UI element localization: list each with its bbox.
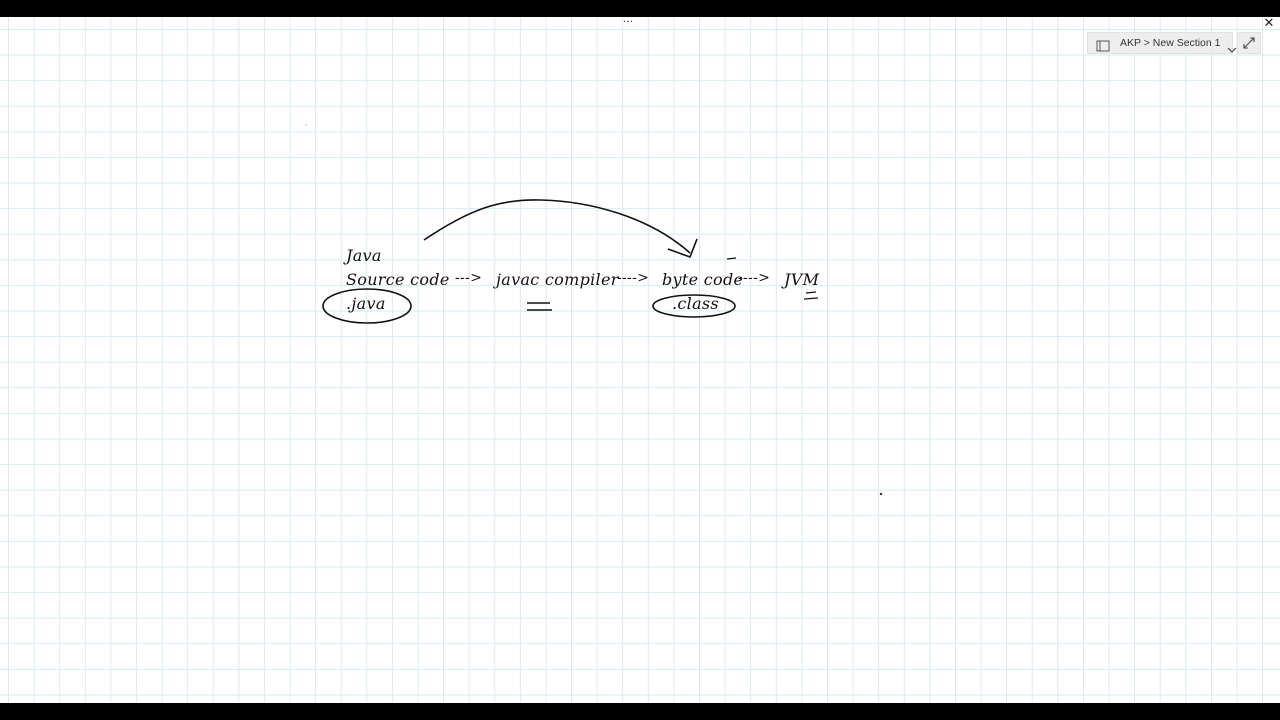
close-icon[interactable]: ✕ bbox=[1263, 17, 1275, 31]
ink-class-extension: .class bbox=[672, 294, 719, 313]
ink-java-label: Java bbox=[346, 246, 382, 265]
ink-arrow-2: ----> bbox=[617, 270, 650, 286]
notebook-location-label: AKP > New Section 1 bbox=[1120, 37, 1221, 49]
jvm-mark-top bbox=[805, 291, 817, 294]
top-letterbox bbox=[0, 0, 1280, 17]
ink-drawing-layer bbox=[305, 124, 883, 496]
jvm-mark-bottom bbox=[803, 297, 819, 300]
class-ext-circle bbox=[652, 294, 736, 318]
expand-button[interactable] bbox=[1237, 32, 1261, 54]
java-ext-circle bbox=[322, 288, 412, 324]
curved-arrow-stroke bbox=[423, 199, 691, 254]
ink-java-extension: .java bbox=[346, 294, 386, 313]
ink-javac-compiler: javac compiler bbox=[496, 270, 619, 289]
chevron-down-icon bbox=[1227, 39, 1237, 53]
ink-dash-mark bbox=[726, 257, 737, 260]
title-bar-more-dots[interactable]: ··· bbox=[622, 17, 634, 28]
ink-dot bbox=[879, 492, 883, 496]
ink-jvm: JVM bbox=[784, 270, 820, 289]
ink-arrow-3: ----> bbox=[738, 270, 771, 286]
ink-byte-code: byte code bbox=[662, 270, 744, 289]
bottom-letterbox bbox=[0, 703, 1280, 720]
ink-arrow-1: ---> bbox=[455, 270, 483, 286]
notebook-location-picker[interactable]: AKP > New Section 1 bbox=[1087, 32, 1236, 54]
onenote-canvas[interactable]: ··· ✕ AKP > New Section 1 bbox=[0, 17, 1280, 703]
curved-arrow-head bbox=[667, 238, 698, 259]
ink-dot bbox=[305, 124, 307, 126]
ink-source-code: Source code bbox=[346, 270, 450, 289]
expand-icon bbox=[1243, 37, 1255, 49]
notebook-icon bbox=[1096, 37, 1110, 52]
